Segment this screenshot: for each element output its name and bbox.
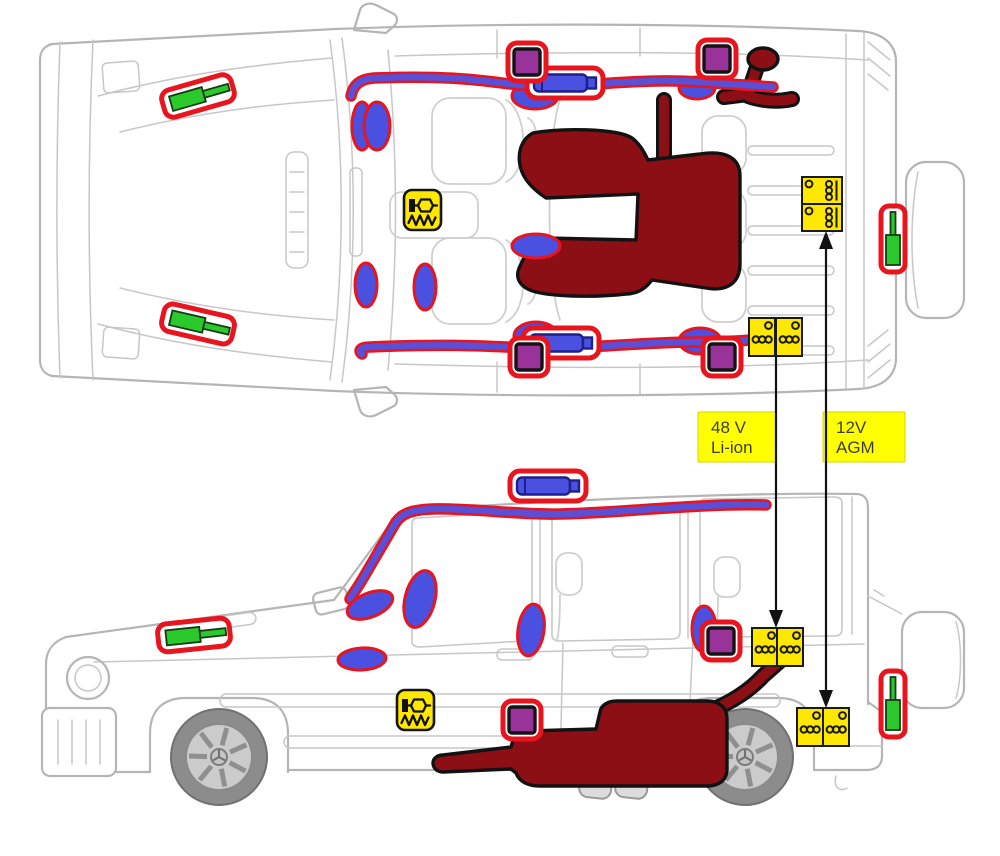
heater-icon [402,188,443,232]
front-wheel [171,709,267,805]
speaker-oval [336,646,388,672]
control-module-icon [698,40,736,78]
top-view [38,2,966,418]
battery-48v-icon-top [748,317,803,357]
label-12v-agm: 12V AGM [822,411,906,463]
label-48v-line1: 48 V [711,418,747,437]
speaker-oval [402,569,438,629]
speaker-oval [412,262,438,312]
side-view [40,471,966,805]
label-48v-li-ion: 48 V Li-ion [697,411,777,463]
speaker-oval [353,261,379,309]
control-module-icon [510,338,548,376]
gas-strut-icon [157,617,232,652]
battery-12v-icon-side [796,707,850,747]
gas-strut-icon [881,671,905,737]
annotations: 48 V Li-ion 12V AGM [697,231,906,708]
control-module-icon [703,338,741,376]
arrow-line-12v [819,231,833,708]
speaker-oval [516,602,546,658]
exhaust-assembly-top [516,46,800,298]
battery-48v-icon-side [751,627,804,667]
label-12v-line1: 12V [836,418,867,437]
control-module-icon [503,701,541,739]
speaker-oval [362,100,392,152]
control-module-icon [508,43,546,81]
capacitor-icon [510,471,586,501]
speaker-icons-side [336,569,718,672]
gas-strut-icon [881,206,905,272]
label-12v-line2: AGM [836,438,875,457]
label-48v-line2: Li-ion [711,438,753,457]
arrow-line-48v [769,357,783,628]
heater-icon [395,688,436,732]
speaker-oval [345,589,395,621]
speaker-oval [510,232,562,260]
wiring-harness-roof [344,499,772,605]
control-module-icon [702,622,740,660]
exhaust-assembly-side [431,652,789,788]
battery-12v-icon-top [801,176,843,232]
